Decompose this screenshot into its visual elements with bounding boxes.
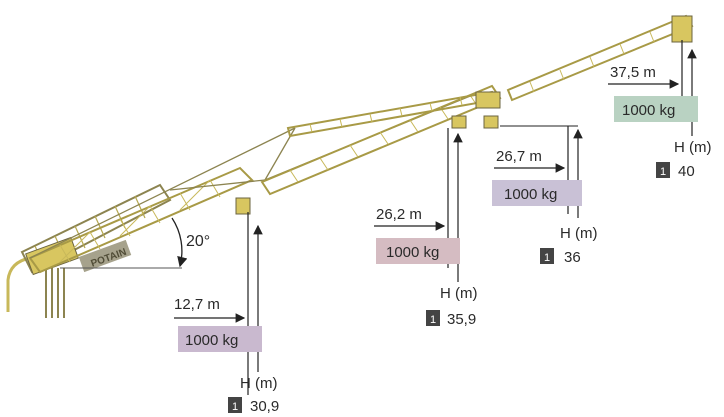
config-2: 26,2 m 1000 kg H (m) 1 35,9 [374, 128, 478, 328]
height-value-3: 36 [564, 249, 581, 266]
config-3: 26,7 m 1000 kg H (m) 1 36 [492, 125, 598, 266]
load-label-2: 1000 kg [386, 244, 439, 261]
height-label-3: H (m) [560, 225, 598, 242]
height-label-2: H (m) [440, 285, 478, 302]
badge-text-3: 1 [544, 252, 550, 264]
load-label-1: 1000 kg [185, 332, 238, 349]
angle-label: 20° [186, 233, 210, 250]
reach-label-3: 26,7 m [496, 148, 542, 165]
reach-label-4: 37,5 m [610, 64, 656, 81]
load-box-2 [376, 238, 460, 264]
reach-label-2: 26,2 m [376, 206, 422, 223]
config-1: 12,7 m 1000 kg H (m) 1 30,9 [174, 212, 279, 415]
badge-text-2: 1 [430, 314, 436, 326]
jib-section-2 [260, 84, 502, 196]
height-value-4: 40 [678, 163, 695, 180]
load-box-3 [492, 180, 582, 206]
load-label-3: 1000 kg [504, 186, 557, 203]
badge-4 [656, 162, 670, 178]
badge-text-4: 1 [660, 166, 666, 178]
badge-3 [540, 248, 554, 264]
reach-label-1: 12,7 m [174, 296, 220, 313]
height-label-4: H (m) [674, 139, 712, 156]
counter-hook [6, 256, 31, 312]
jib-section-top [286, 90, 501, 138]
badge-text-1: 1 [232, 401, 238, 413]
config-4: 37,5 m 1000 kg H (m) 1 40 [608, 40, 712, 180]
badge-1 [228, 397, 242, 413]
badge-2 [426, 310, 440, 326]
load-box-1 [178, 326, 262, 352]
load-label-4: 1000 kg [622, 102, 675, 119]
crane-structure: POTAIN [6, 14, 694, 318]
jib-section-3 [506, 14, 694, 102]
height-label-1: H (m) [240, 375, 278, 392]
tie-rods [29, 91, 481, 259]
jib-section-1 [28, 166, 254, 274]
height-value-1: 30,9 [250, 398, 279, 415]
height-value-2: 35,9 [447, 311, 476, 328]
load-box-4 [614, 96, 698, 122]
crane-mast [45, 268, 65, 318]
angle-indicator: 20° [60, 217, 210, 269]
